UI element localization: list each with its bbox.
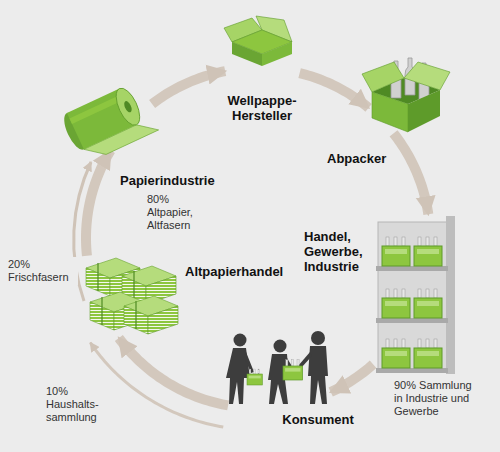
crate-icon: [247, 369, 262, 385]
node-text: Wellpappe- Hersteller: [214, 93, 310, 123]
crate-icon: [414, 339, 442, 368]
stage-label: Handel, Gewerbe, Industrie: [302, 228, 372, 275]
box-face: [408, 90, 440, 132]
box-flap: [404, 62, 450, 90]
crate-icon: [414, 289, 442, 318]
packing-box-icon: [362, 58, 450, 132]
box-face: [372, 92, 408, 132]
cardboard-panel: [232, 42, 262, 66]
flow-note: 20% Frischfasern: [6, 257, 78, 285]
cycle-arrow: [331, 364, 373, 392]
stage-label: Abpacker: [325, 150, 388, 167]
paper-roll-icon: [60, 81, 159, 165]
roll-core: [123, 100, 134, 113]
person-arm: [298, 352, 312, 368]
edge-label: 10% Haushalts- sammlung: [44, 384, 114, 425]
cycle-arrow: [119, 338, 228, 405]
person-head: [234, 334, 247, 347]
stage-label: Papierindustrie: [118, 172, 217, 189]
roll-end: [111, 85, 144, 129]
paper-stack-icon: [86, 258, 178, 334]
cycle-arrow: [300, 73, 369, 108]
consumer-figures: [226, 331, 328, 404]
crate-icon: [382, 289, 410, 318]
cardboard-blank-icon: [224, 16, 292, 66]
stage-label: Altpapierhandel: [183, 263, 285, 280]
crate-icon: [382, 339, 410, 368]
person-head: [311, 331, 325, 345]
cycle-arrow: [394, 133, 429, 214]
person-head: [274, 340, 287, 353]
cardboard-panel: [262, 42, 292, 66]
cycle-arrow: [152, 71, 225, 104]
shelf-icon: [376, 216, 455, 374]
node-text: Handel, Gewerbe, Industrie: [304, 229, 370, 274]
shelf-board: [376, 368, 448, 373]
shelf-board: [376, 266, 448, 271]
node-text: Abpacker: [327, 151, 386, 166]
crate-icon: [414, 237, 442, 266]
node-text: Papierindustrie: [120, 173, 215, 188]
shelf-side: [446, 216, 455, 374]
stage-label: Konsument: [280, 411, 356, 428]
shelf-board: [376, 318, 448, 323]
flow-note: 90% Sammlung in Industrie und Gewerbe: [392, 378, 482, 419]
node-text: Altpapierhandel: [185, 264, 283, 279]
person-arm: [244, 352, 254, 373]
box-flap: [362, 62, 404, 92]
node-text: Konsument: [282, 412, 354, 427]
crate-icon: [382, 237, 410, 266]
flow-note: 80% Altpapier, Altfasern: [145, 192, 205, 233]
crate-icon: [283, 360, 303, 380]
stage-label: Wellpappe- Hersteller: [212, 92, 312, 124]
paper-bundle: [124, 296, 178, 334]
shelf-back: [378, 222, 448, 372]
